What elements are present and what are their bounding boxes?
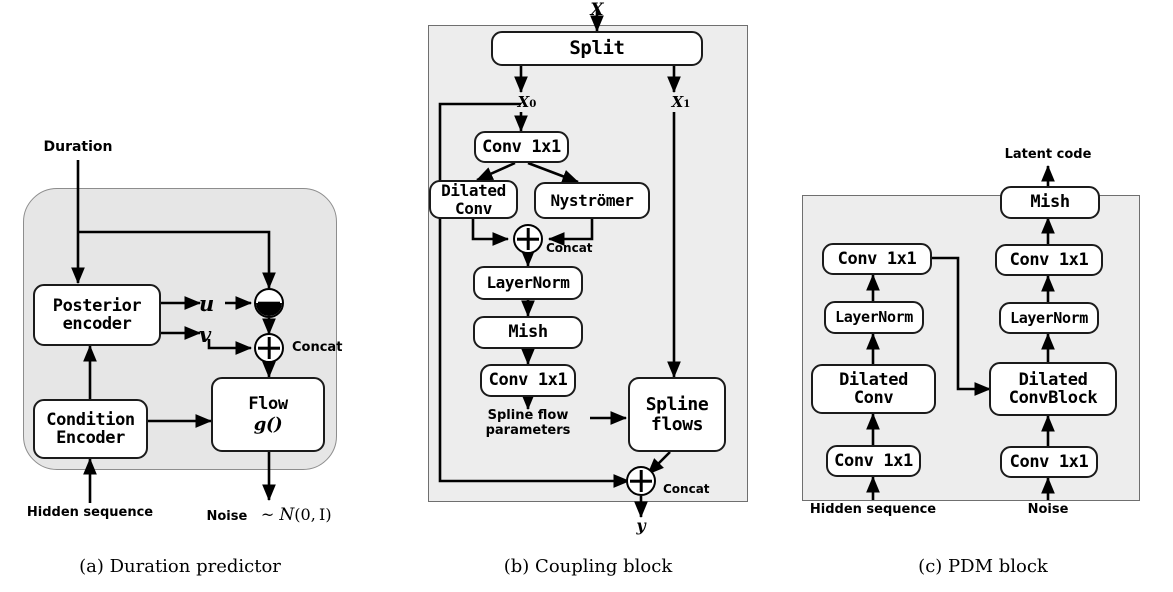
- node-conv1x1-b-bottom[interactable]: Conv 1x1: [480, 364, 576, 397]
- node-spline-flows[interactable]: Spline flows: [628, 377, 726, 452]
- node-split[interactable]: Split: [491, 31, 703, 66]
- node-dilated-convblock-c-right[interactable]: Dilated ConvBlock: [989, 362, 1117, 416]
- noise-input-label-c: Noise: [1027, 502, 1069, 517]
- concat-label-a: Concat: [292, 340, 343, 355]
- x0-base: X: [517, 93, 530, 111]
- node-posterior-encoder[interactable]: Posterior encoder: [33, 284, 161, 346]
- node-layernorm-b[interactable]: LayerNorm: [473, 266, 583, 300]
- variable-v-label: v: [199, 322, 212, 347]
- node-conv1x1-c-right-top[interactable]: Conv 1x1: [995, 244, 1103, 276]
- node-flow-function: g(): [253, 413, 283, 435]
- x0-sub: 0: [529, 98, 537, 110]
- x1-base: X: [671, 93, 684, 111]
- spline-flow-parameters-label: Spline flow parameters: [485, 408, 571, 438]
- node-flow-label: Flow: [248, 393, 288, 414]
- caption-a: (a) Duration predictor: [79, 556, 281, 577]
- operator-concat-add-a: [254, 333, 284, 363]
- hidden-sequence-input-label-a: Hidden sequence: [26, 505, 154, 520]
- duration-input-label: Duration: [43, 139, 113, 155]
- node-mish-c-right[interactable]: Mish: [1000, 186, 1100, 219]
- hidden-sequence-input-label-c: Hidden sequence: [809, 502, 937, 517]
- noise-distribution-a: ~ N(0, I): [260, 505, 332, 525]
- x1-sub: 1: [683, 98, 691, 110]
- node-dilated-conv-b[interactable]: Dilated Conv: [429, 180, 518, 219]
- noise-word-a: Noise: [206, 509, 248, 524]
- node-dilated-conv-c-left[interactable]: Dilated Conv: [811, 364, 936, 414]
- y-output-label-b: y: [636, 516, 646, 535]
- concat-label-b-lower: Concat: [663, 482, 710, 496]
- operator-concat-add-b-upper: [513, 224, 543, 254]
- node-layernorm-c-right[interactable]: LayerNorm: [999, 302, 1099, 334]
- variable-u-label: u: [199, 291, 215, 316]
- node-conv1x1-c-right-bottom[interactable]: Conv 1x1: [1000, 446, 1098, 478]
- node-mish-b[interactable]: Mish: [473, 316, 583, 349]
- x-input-label-b: X: [590, 0, 604, 20]
- latent-code-output-label: Latent code: [1004, 147, 1092, 162]
- x1-label: X1: [672, 93, 691, 111]
- node-conv1x1-c-left-top[interactable]: Conv 1x1: [822, 243, 932, 275]
- concat-label-b-upper: Concat: [546, 241, 593, 255]
- node-conv1x1-c-left-bottom[interactable]: Conv 1x1: [826, 445, 921, 477]
- operator-concat-add-b-lower: [626, 466, 656, 496]
- caption-c: (c) PDM block: [918, 556, 1048, 577]
- caption-b: (b) Coupling block: [503, 556, 673, 577]
- node-layernorm-c-left[interactable]: LayerNorm: [824, 301, 924, 334]
- operator-subtract: [254, 288, 284, 318]
- node-flow[interactable]: Flow g(): [211, 377, 325, 452]
- node-condition-encoder[interactable]: Condition Encoder: [33, 399, 148, 459]
- x0-label: X0: [518, 93, 537, 111]
- noise-output-group-a: Noise ~ N(0, I): [206, 505, 331, 525]
- node-conv1x1-b-top[interactable]: Conv 1x1: [474, 131, 569, 163]
- node-nystromer[interactable]: Nyströmer: [534, 182, 650, 219]
